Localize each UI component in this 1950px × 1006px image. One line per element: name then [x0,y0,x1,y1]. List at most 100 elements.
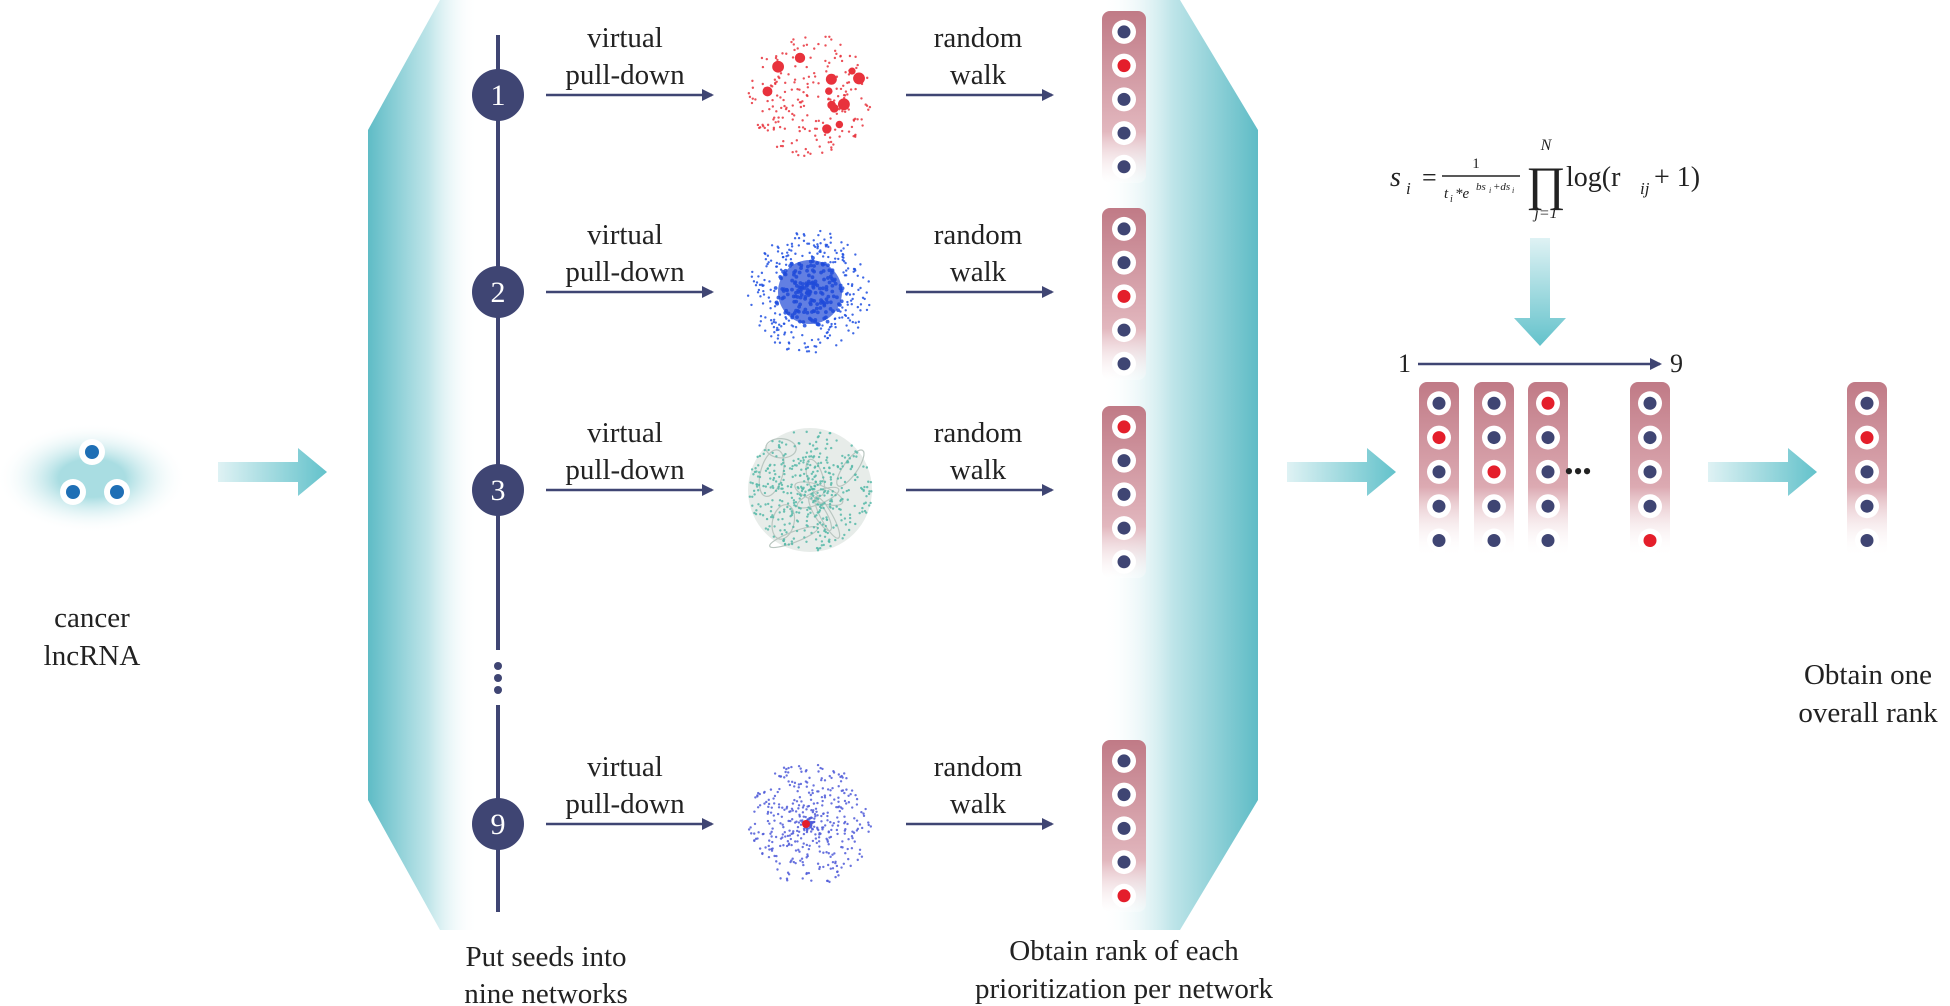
svg-text:i: i [1450,194,1453,205]
rank-node [1482,425,1506,450]
svg-text:∏: ∏ [1526,158,1566,211]
seed-node [79,439,105,465]
rank-node [1855,459,1879,484]
network-number: 1 [491,79,506,112]
rank-node [1112,318,1136,343]
arrow-aggregation-to-final [1708,448,1817,496]
score-formula: s i = 1 t i *e bs i +ds i N ∏ j=1 log(r … [1390,137,1700,222]
svg-text:bs: bs [1476,181,1486,193]
rank-node [1536,459,1560,484]
rank-node [1112,782,1136,807]
rank-node [1427,459,1451,484]
rank-node [1112,516,1136,541]
aggregation-end-label: 9 [1670,349,1683,378]
svg-text:log(r: log(r [1566,162,1621,193]
rank-node [1536,494,1560,519]
network-graph [747,763,873,884]
rank-card [1528,382,1568,557]
rank-node [1638,425,1662,450]
rank-node-top [1427,425,1451,450]
svg-text:1: 1 [1472,156,1480,172]
network-number-badge: 3 [472,464,524,516]
rank-node [1536,528,1560,553]
arrow-seed-to-networks [218,448,327,496]
rank-node [1482,494,1506,519]
rank-card [1102,208,1146,380]
aggregation-start-label: 1 [1398,349,1411,378]
rank-card [1102,11,1146,183]
rank-node [1112,154,1136,179]
seed-cluster [0,423,187,533]
rank-node-top [1536,391,1560,416]
rank-node [1427,494,1451,519]
rank-node [1855,391,1879,416]
vertical-ellipsis [494,662,502,694]
rank-card [1474,382,1514,557]
rank-node [1638,494,1662,519]
rank-card [1847,382,1887,557]
network-number-badge: 9 [472,798,524,850]
rank-node [1112,216,1136,241]
network-number: 2 [491,276,506,309]
rank-node [1112,87,1136,112]
network-number-badge: 2 [472,266,524,318]
rank-node [1427,391,1451,416]
rank-node-top [1855,425,1879,450]
rank-node [1482,528,1506,553]
svg-text:ij: ij [1640,179,1650,198]
svg-text:i: i [1512,186,1514,195]
network-graph [746,229,871,354]
rank-card [1419,382,1459,557]
svg-text:N: N [1540,137,1553,154]
rank-card [1102,406,1146,578]
svg-text:j=1: j=1 [1532,205,1557,222]
rank-node [1112,448,1136,473]
arrow-ranks-to-aggregation [1287,448,1396,496]
rank-node [1112,816,1136,841]
rank-card [1630,382,1670,557]
rank-node [1112,351,1136,376]
network-graph [748,428,873,552]
rank-node [1112,748,1136,773]
rank-node [1112,250,1136,275]
svg-text:i: i [1406,179,1411,198]
seed-glow [0,423,187,533]
network-number: 9 [491,808,506,841]
seed-node [104,479,130,505]
rank-node [1482,391,1506,416]
rank-node-top [1638,528,1662,553]
rank-card [1102,740,1146,912]
arrow-formula-down [1514,238,1566,346]
svg-text:i: i [1489,186,1491,195]
rank-node [1638,391,1662,416]
seed-node [60,479,86,505]
rank-node-top [1112,284,1136,309]
svg-text:+ds: +ds [1493,181,1510,193]
rank-node-top [1112,883,1136,908]
rank-node [1112,19,1136,44]
rank-node [1112,482,1136,507]
rank-node [1855,528,1879,553]
rank-node [1112,121,1136,146]
network-number: 3 [491,474,506,507]
svg-text:s: s [1390,162,1401,193]
svg-text:t: t [1444,186,1449,202]
rank-node [1855,494,1879,519]
rank-node [1112,549,1136,574]
svg-text:+ 1): + 1) [1654,162,1700,193]
horizontal-ellipsis: ••• [1564,457,1591,486]
rank-node-top [1482,459,1506,484]
